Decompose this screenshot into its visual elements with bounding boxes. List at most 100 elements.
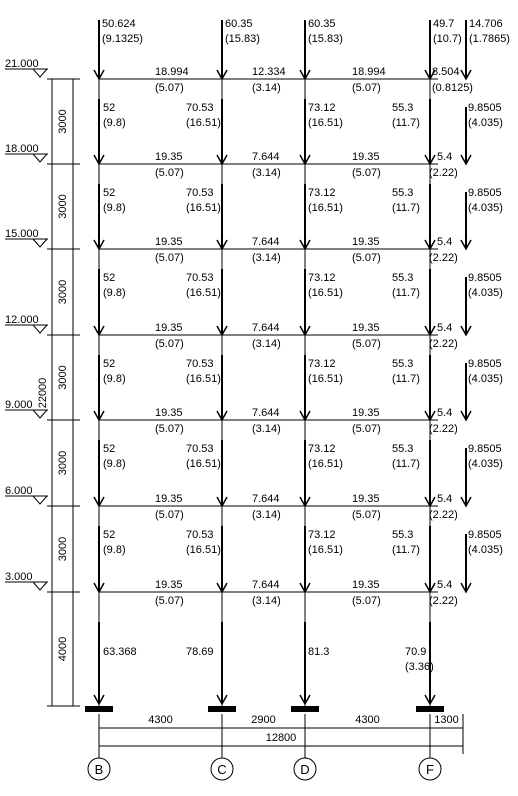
floor-col-load-sub: (16.51): [186, 287, 221, 299]
level-mark-triangle-0: [32, 68, 48, 78]
roof-beam-load-sub: (3.14): [252, 82, 281, 94]
floor-5-edge-load-arrow-head: [460, 496, 472, 508]
floor-beam-load-value: 19.35: [352, 151, 380, 163]
floor-col-load-value: 52: [103, 358, 115, 370]
floor-4-col-load-arrow-1-head: [216, 410, 228, 422]
storey-height-dim: 3000: [57, 109, 69, 133]
floor-3-edge-load-arrow-head: [460, 325, 472, 337]
floor-beam-load-value: 7.644: [252, 579, 280, 591]
ground-load-arrow-1-head: [216, 694, 228, 706]
floor-col-load-value: 70.53: [186, 529, 214, 541]
floor-4-col-load-arrow-0-head: [93, 410, 105, 422]
floor-beam-load-sub: (5.07): [155, 338, 184, 350]
floor-6-col-load-arrow-0-head: [93, 582, 105, 594]
floor-beam-load-value: 5.4: [437, 579, 452, 591]
axis-label: B: [95, 762, 104, 777]
level-elevation-label: 12.000: [5, 314, 39, 326]
floor-col-load-sub: (16.51): [186, 117, 221, 129]
support-F: [416, 706, 444, 712]
floor-beam-load-value: 19.35: [155, 407, 183, 419]
floor-col-load-sub: (11.7): [392, 544, 420, 556]
floor-beam-load-sub: (3.14): [252, 423, 281, 435]
floor-col-load-sub: (9.8): [103, 117, 126, 129]
floor-beam-load-sub: (3.14): [252, 595, 281, 607]
axis-label: C: [217, 762, 226, 777]
storey-height-dim: 3000: [57, 451, 69, 475]
floor-3-col-load-arrow-1-head: [216, 325, 228, 337]
floor-col-load-value: 55.3: [392, 358, 413, 370]
floor-col-load-value: 9.8505: [468, 102, 502, 114]
floor-beam-load-value: 7.644: [252, 407, 280, 419]
floor-beam-load-sub: (2.22): [429, 509, 458, 521]
storey-height-dim: 3000: [57, 280, 69, 304]
level-mark-triangle-2: [32, 238, 48, 248]
floor-beam-load-sub: (2.22): [429, 252, 458, 264]
roof-beam-load-sub: (5.07): [155, 82, 184, 94]
level-mark-triangle-4: [32, 409, 48, 419]
floor-col-load-sub: (16.51): [186, 202, 221, 214]
floor-beam-load-sub: (3.14): [252, 252, 281, 264]
floor-col-load-sub: (16.51): [186, 373, 221, 385]
floor-2-col-load-arrow-2-head: [299, 239, 311, 251]
floor-1-col-load-arrow-1-head: [216, 154, 228, 166]
floor-col-load-value: 52: [103, 102, 115, 114]
axis-bubble-C: [210, 757, 234, 781]
level-elevation-label: 3.000: [5, 571, 33, 583]
roof-load-value: 50.624: [102, 18, 136, 30]
roof-beam-load-value: 18.994: [352, 66, 386, 78]
floor-5-col-load-arrow-2-head: [299, 496, 311, 508]
total-width-dim: 12800: [266, 732, 297, 744]
floor-beam-load-sub: (5.07): [352, 252, 381, 264]
floor-col-load-value: 70.53: [186, 102, 214, 114]
ground-load-value: 78.69: [186, 646, 214, 658]
floor-col-load-value: 55.3: [392, 102, 413, 114]
floor-col-load-value: 9.8505: [468, 187, 502, 199]
level-elevation-label: 9.000: [5, 399, 33, 411]
floor-col-load-value: 55.3: [392, 529, 413, 541]
floor-beam-load-sub: (5.07): [352, 509, 381, 521]
floor-beam-load-sub: (5.07): [155, 509, 184, 521]
roof-beam-load-value: 18.994: [155, 66, 189, 78]
floor-6-edge-load-arrow-head: [460, 582, 472, 594]
floor-beam-load-value: 19.35: [155, 236, 183, 248]
floor-col-load-sub: (11.7): [392, 117, 420, 129]
roof-load-arrow-4-head: [460, 69, 472, 81]
level-elevation-label: 18.000: [5, 143, 39, 155]
floor-beam-load-sub: (3.14): [252, 338, 281, 350]
axis-label: D: [300, 762, 309, 777]
floor-col-load-sub: (9.8): [103, 544, 126, 556]
floor-1-col-load-arrow-0-head: [93, 154, 105, 166]
level-mark-triangle-5: [32, 495, 48, 505]
floor-beam-load-sub: (5.07): [352, 423, 381, 435]
axis-bubble-D: [293, 757, 317, 781]
floor-beam-load-sub: (2.22): [429, 338, 458, 350]
floor-beam-load-value: 19.35: [352, 407, 380, 419]
floor-col-load-sub: (4.035): [468, 458, 503, 470]
floor-beam-load-value: 5.4: [437, 236, 452, 248]
floor-2-edge-load-arrow-head: [460, 239, 472, 251]
floor-beam-load-sub: (5.07): [155, 252, 184, 264]
floor-col-load-value: 52: [103, 187, 115, 199]
floor-6-col-load-arrow-1-head: [216, 582, 228, 594]
floor-col-load-value: 73.12: [308, 187, 336, 199]
support-C: [208, 706, 236, 712]
floor-1-col-load-arrow-3-head: [424, 154, 436, 166]
floor-col-load-sub: (11.7): [392, 458, 420, 470]
roof-load-arrow-2-head: [299, 69, 311, 81]
floor-beam-load-sub: (5.07): [352, 338, 381, 350]
ground-load-value: 63.368: [103, 646, 137, 658]
roof-load-arrow-1-head: [216, 69, 228, 81]
roof-load-arrow-0-head: [93, 69, 105, 81]
floor-col-load-value: 52: [103, 443, 115, 455]
floor-beam-load-value: 19.35: [352, 236, 380, 248]
floor-col-load-sub: (11.7): [392, 202, 420, 214]
floor-5-col-load-arrow-3-head: [424, 496, 436, 508]
ground-load-value: 81.3: [308, 646, 329, 658]
roof-load-sub: (9.1325): [102, 33, 143, 45]
floor-col-load-sub: (16.51): [186, 544, 221, 556]
floor-beam-load-sub: (3.14): [252, 509, 281, 521]
floor-beam-load-sub: (2.22): [429, 167, 458, 179]
floor-beam-load-sub: (2.22): [429, 595, 458, 607]
support-B: [85, 706, 113, 712]
